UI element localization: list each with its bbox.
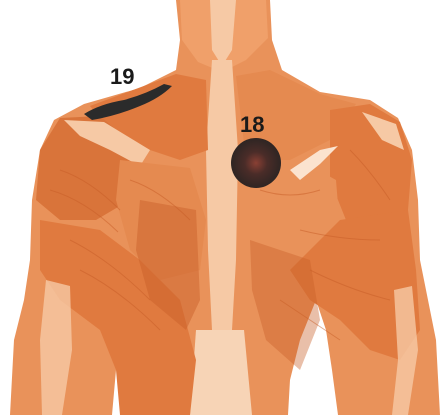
point-18-label: 18	[240, 112, 264, 137]
point-18-marker	[231, 138, 281, 188]
point-19-label: 19	[110, 64, 134, 89]
spine-lower-light	[190, 330, 252, 415]
